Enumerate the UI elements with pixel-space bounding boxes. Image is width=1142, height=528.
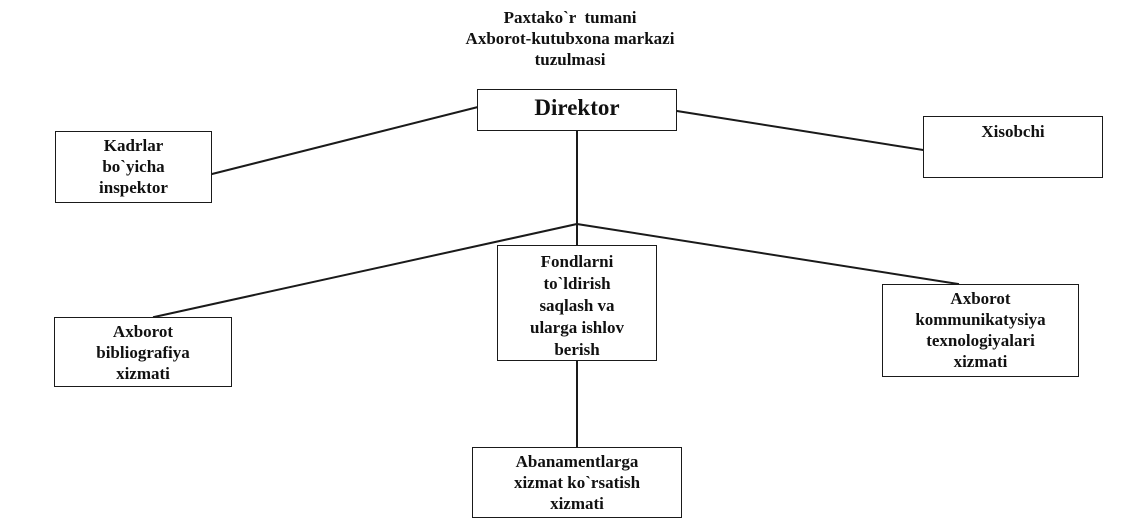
node-xisobchi: Xisobchi xyxy=(923,116,1103,178)
node-label-line: Fondlarni xyxy=(540,252,614,271)
node-label-line: bibliografiya xyxy=(96,343,190,362)
chart-title: Paxtako`r tumani Axborot-kutubxona marka… xyxy=(420,7,720,70)
node-label-line: berish xyxy=(554,340,600,359)
chart-title-line: Paxtako`r tumani xyxy=(503,8,637,27)
node-kadrlar-inspektor: Kadrlar bo`yicha inspektor xyxy=(55,131,212,203)
node-label-line: xizmati xyxy=(550,494,604,513)
node-label-line: xizmati xyxy=(116,364,170,383)
node-fondlarni: Fondlarni to`ldirish saqlash va ularga i… xyxy=(497,245,657,361)
connector-director-xisobchi xyxy=(675,109,925,152)
connector-hub-kommunikatsiya xyxy=(575,222,960,286)
node-kommunikatsiya-xizmati: Axborot kommunikatysiya texnologiyalari … xyxy=(882,284,1079,377)
node-label-line: Abanamentlarga xyxy=(515,452,639,471)
node-label-line: Xisobchi xyxy=(981,122,1045,141)
node-abanament-xizmati: Abanamentlarga xizmat ko`rsatish xizmati xyxy=(472,447,682,518)
connector-hub-bibliografiya xyxy=(152,222,579,319)
node-label-line: Axborot xyxy=(112,322,174,341)
node-label-line: texnologiyalari xyxy=(926,331,1035,350)
node-label-line: xizmati xyxy=(953,352,1008,371)
node-label-line: to`ldirish xyxy=(543,274,611,293)
chart-title-line: Axborot-kutubxona markazi xyxy=(465,29,675,48)
connector-director-kadrlar xyxy=(210,105,480,176)
node-label-line: saqlash va xyxy=(539,296,615,315)
node-label-line: bo`yicha xyxy=(102,157,165,176)
node-director: Direktor xyxy=(477,89,677,131)
node-label-line: xizmat ko`rsatish xyxy=(513,473,641,492)
node-label-line: Axborot xyxy=(950,289,1011,308)
chart-title-line: tuzulmasi xyxy=(534,50,606,69)
node-label-line: kommunikatysiya xyxy=(915,310,1046,329)
node-label-line: ularga ishlov xyxy=(530,318,624,337)
node-label-line: inspektor xyxy=(99,178,168,197)
node-bibliografiya-xizmati: Axborot bibliografiya xizmati xyxy=(54,317,232,387)
node-director-label: Direktor xyxy=(534,95,620,120)
node-label-line: Kadrlar xyxy=(103,136,164,155)
